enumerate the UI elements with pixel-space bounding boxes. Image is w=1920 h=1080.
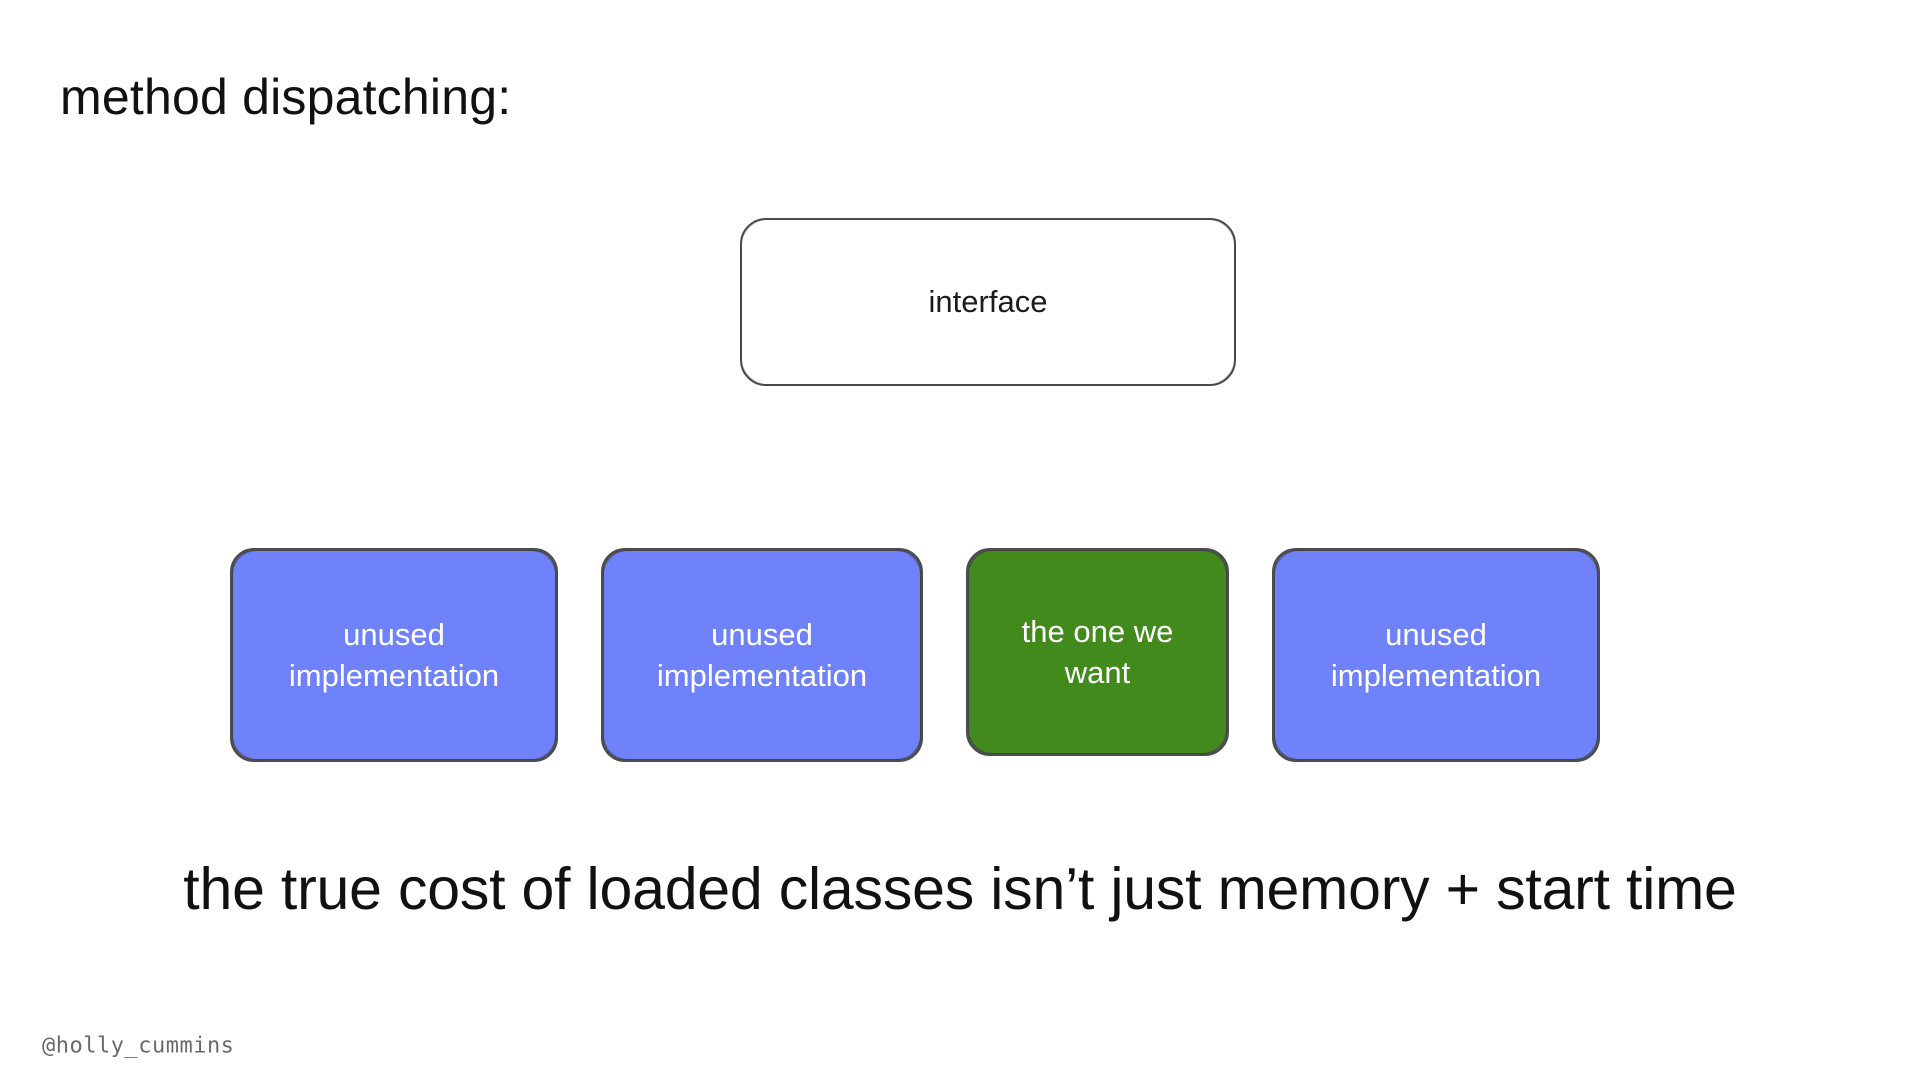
interface-node[interactable]: interface bbox=[740, 218, 1236, 386]
implementation-node-unused-1[interactable]: unused implementation bbox=[230, 548, 558, 762]
slide-caption: the true cost of loaded classes isn’t ju… bbox=[183, 856, 1737, 922]
implementation-node-selected[interactable]: the one we want bbox=[966, 548, 1229, 756]
page-title: method dispatching: bbox=[60, 69, 512, 125]
implementation-node-label: the one we want bbox=[1021, 613, 1174, 690]
implementation-node-label: unused implementation bbox=[656, 616, 868, 693]
author-handle: @holly_cummins bbox=[42, 1033, 235, 1059]
implementation-node-label: unused implementation bbox=[1330, 616, 1542, 693]
implementation-node-label: unused implementation bbox=[288, 616, 500, 693]
implementation-node-unused-3[interactable]: unused implementation bbox=[1272, 548, 1600, 762]
implementation-node-unused-2[interactable]: unused implementation bbox=[601, 548, 923, 762]
interface-node-label: interface bbox=[928, 284, 1048, 320]
